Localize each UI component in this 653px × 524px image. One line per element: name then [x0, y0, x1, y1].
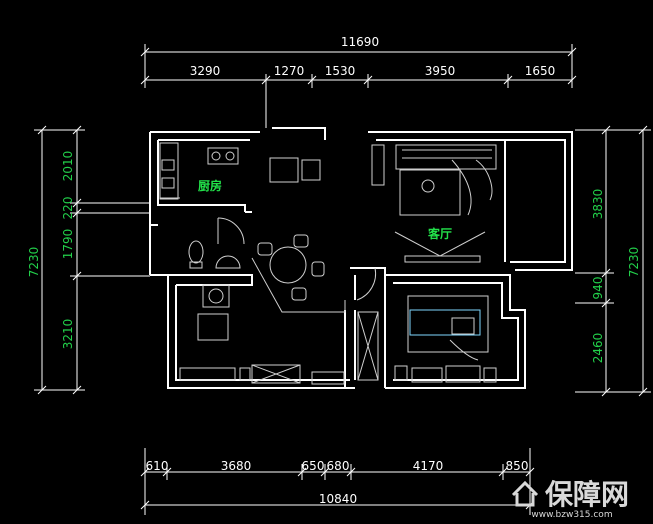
- top-dimension-lines: [140, 44, 577, 128]
- watermark-url: www.bzw315.com: [531, 510, 612, 520]
- top-dimension-2: 1270: [274, 64, 305, 78]
- watermark-brand: 保障网: [545, 478, 629, 511]
- bottom-dimension-6: 850: [506, 459, 529, 473]
- bottom-dimension-3: 650: [302, 459, 325, 473]
- top-dimension-3: 1530: [325, 64, 356, 78]
- left-dimension-lines: [34, 125, 150, 395]
- walls: [149, 127, 573, 389]
- top-dimension-5: 1650: [525, 64, 556, 78]
- bathroom-fixtures: [188, 217, 245, 269]
- right-dimension-2: 940: [591, 277, 605, 300]
- kitchen-counter: [159, 142, 321, 200]
- top-dimension-1: 3290: [190, 64, 221, 78]
- left-dimension-2: 220: [61, 197, 75, 220]
- bedroom-left-furniture: [179, 284, 345, 385]
- watermark-logo: [511, 480, 539, 507]
- top-total-dimension: 11690: [341, 35, 379, 49]
- living-room-label: 客厅: [427, 226, 452, 241]
- right-dimension-lines: [575, 125, 651, 397]
- bottom-dimension-4: 680: [327, 459, 350, 473]
- bedroom-right-furniture: [357, 295, 497, 383]
- left-dimension-4: 3210: [61, 319, 75, 350]
- bottom-dimension-1: 610: [146, 459, 169, 473]
- dining-table: [251, 234, 346, 313]
- bottom-dimension-5: 4170: [413, 459, 444, 473]
- left-dimension-1: 2010: [61, 151, 75, 182]
- left-dimension-3: 1790: [61, 229, 75, 260]
- bottom-dimension-2: 3680: [221, 459, 252, 473]
- bottom-total-dimension: 10840: [319, 492, 357, 506]
- right-dimension-1: 3830: [591, 189, 605, 220]
- living-room-furniture: [356, 144, 497, 301]
- kitchen-label: 厨房: [198, 178, 222, 193]
- right-dimension-3: 2460: [591, 333, 605, 364]
- bottom-dimension-lines: [140, 448, 535, 515]
- right-total-dimension: 7230: [627, 247, 641, 278]
- top-dimension-4: 3950: [425, 64, 456, 78]
- left-total-dimension: 7230: [27, 247, 41, 278]
